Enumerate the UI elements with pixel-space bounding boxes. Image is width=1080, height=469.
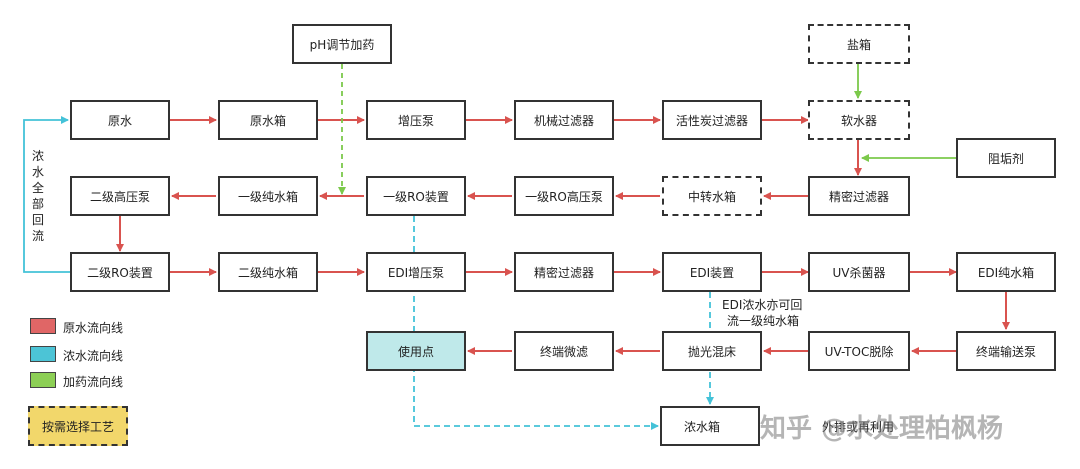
legend-raw-swatch [30,318,56,334]
node-pure-tank-2: 二级纯水箱 [218,252,318,292]
legend-conc-label: 浓水流向线 [63,349,124,363]
node-ro1-pump: 一级RO高压泵 [514,176,614,216]
node-end-micro: 终端微滤 [514,331,614,371]
node-raw-tank: 原水箱 [218,100,318,140]
node-edi: EDI装置 [662,252,762,292]
node-ro2-pump: 二级高压泵 [70,176,170,216]
node-mid-tank: 中转水箱 [662,176,762,216]
drain-note: 外排或再利用 [822,420,895,434]
node-end-pump: 终端输送泵 [956,331,1056,371]
node-antiscalant: 阻垢剂 [956,138,1056,178]
legend-conc-swatch [30,346,56,362]
node-polish: 抛光混床 [662,331,762,371]
node-ro1: 一级RO装置 [366,176,466,216]
node-fine-filter-2: 精密过滤器 [514,252,614,292]
legend-raw-label: 原水流向线 [63,321,124,335]
node-fine-filter-1: 精密过滤器 [808,176,910,216]
node-booster-pump: 增压泵 [366,100,466,140]
node-ph-dosing: pH调节加药 [292,24,392,64]
reflux-note: 浓水全部回流 [31,149,44,243]
legend-dose-label: 加药流向线 [63,375,124,389]
node-uv: UV杀菌器 [808,252,910,292]
node-carbon-filter: 活性炭过滤器 [662,100,762,140]
node-mech-filter: 机械过滤器 [514,100,614,140]
edi-note-line-1: EDI浓水亦可回 [722,298,803,312]
node-salt-tank: 盐箱 [808,24,910,64]
node-edi-tank: EDI纯水箱 [956,252,1056,292]
node-pure-tank-1: 一级纯水箱 [218,176,318,216]
legend-dose-swatch [30,372,56,388]
conc-reflux-line [23,116,70,273]
legend-optional-box: 按需选择工艺 [28,406,128,446]
edi-note-line-2: 流一级纯水箱 [727,314,800,328]
node-raw-water: 原水 [70,100,170,140]
node-conc-tank: 浓水箱 [660,406,760,446]
conc-ro1-line [413,216,659,430]
node-softener: 软水器 [808,100,910,140]
node-use-point: 使用点 [366,331,466,371]
node-uvtoc: UV-TOC脱除 [808,331,910,371]
node-ro2: 二级RO装置 [70,252,170,292]
watermark: 知乎 @水处理柏枫杨 [760,414,1004,444]
node-edi-pump: EDI增压泵 [366,252,466,292]
